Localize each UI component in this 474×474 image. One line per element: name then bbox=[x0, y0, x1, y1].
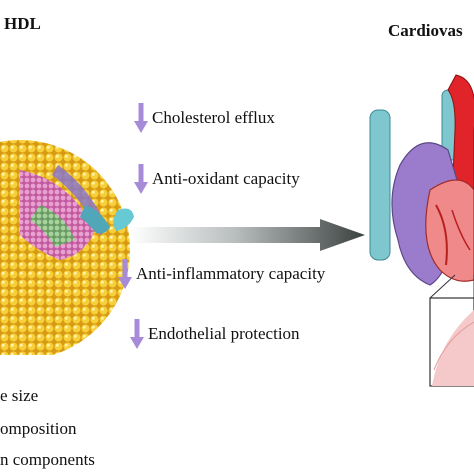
effect-item-cholesterol-efflux: Cholesterol efflux bbox=[134, 103, 275, 133]
effect-label: Cholesterol efflux bbox=[152, 108, 275, 127]
effect-item-anti-inflammatory: Anti-inflammatory capacity bbox=[118, 259, 325, 289]
right-arrow-icon bbox=[130, 219, 365, 251]
effect-label: Anti-inflammatory capacity bbox=[136, 264, 326, 283]
effect-label: Endothelial protection bbox=[148, 324, 300, 343]
down-arrow-icon bbox=[134, 164, 148, 194]
main-right-arrow bbox=[130, 219, 365, 251]
down-arrow-icon bbox=[134, 103, 148, 133]
effect-item-endothelial-protection: Endothelial protection bbox=[130, 319, 300, 349]
down-arrow-icon bbox=[118, 259, 132, 289]
left-list-item: e size bbox=[0, 386, 39, 405]
down-arrow-icon bbox=[130, 319, 144, 349]
cardiovascular-title: Cardiovas bbox=[388, 21, 463, 40]
effect-label: Anti-oxidant capacity bbox=[152, 169, 300, 188]
hdl-title: HDL bbox=[4, 14, 41, 33]
hdl-particle-illustration bbox=[0, 135, 140, 355]
effect-item-anti-oxidant: Anti-oxidant capacity bbox=[134, 164, 300, 194]
heart-illustration bbox=[360, 70, 474, 410]
left-list-item: omposition bbox=[0, 419, 77, 438]
left-list-item: n components bbox=[0, 450, 95, 469]
